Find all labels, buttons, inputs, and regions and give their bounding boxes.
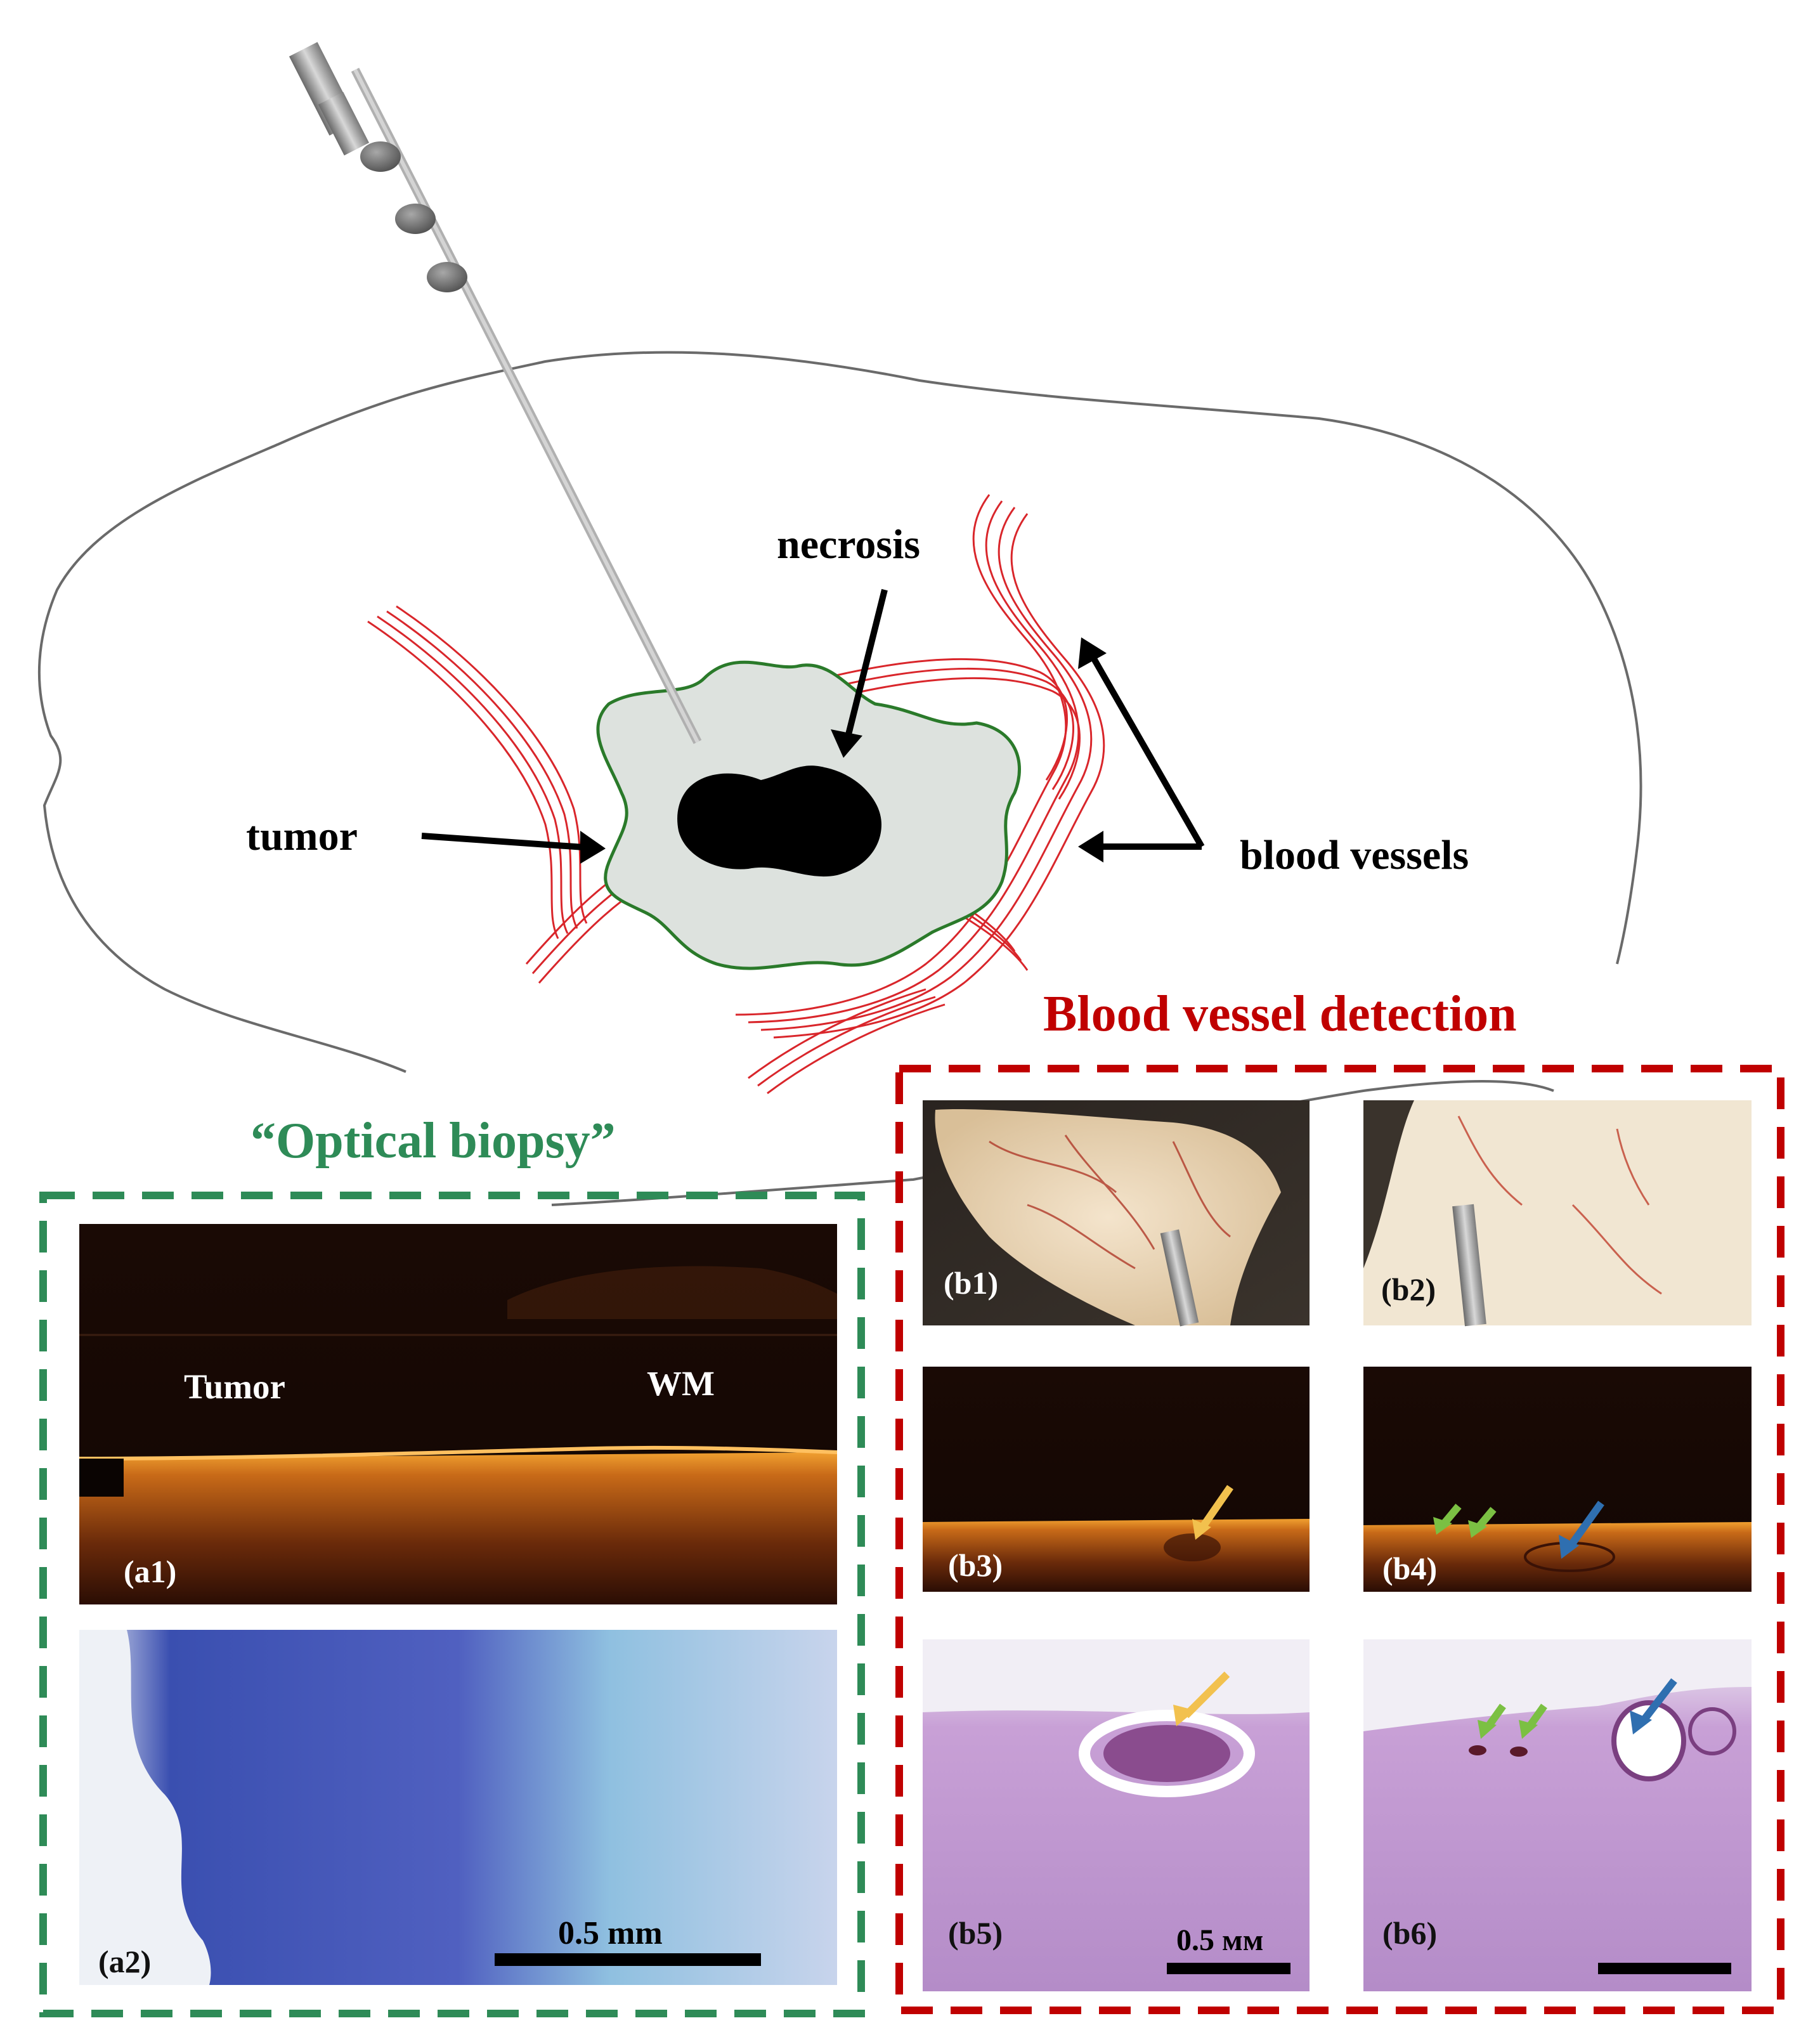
tumor-label: tumor — [246, 813, 358, 859]
panel-b1: (b1) — [923, 1100, 1310, 1327]
panel-b4-label: (b4) — [1382, 1551, 1437, 1586]
panel-a2: (a2) 0.5 mm — [79, 1630, 837, 1985]
panel-b5-label: (b5) — [948, 1915, 1003, 1951]
panel-b6-scale-bar — [1598, 1963, 1731, 1974]
annotation-arrows — [421, 589, 1205, 864]
panel-b6-label: (b6) — [1382, 1915, 1437, 1951]
panel-a1-label: (a1) — [124, 1554, 176, 1589]
vessels-arrowhead-up — [1078, 637, 1107, 669]
panel-b5-scale-label: 0.5 мм — [1176, 1923, 1263, 1957]
panel-a2-scale-bar — [495, 1953, 761, 1966]
section-title-blood-vessel-detection: Blood vessel detection — [1043, 986, 1517, 1042]
necrosis-arrowhead — [831, 729, 862, 758]
necrosis-arrow — [843, 589, 888, 743]
blood-vessels-label: blood vessels — [1240, 832, 1469, 878]
panel-b5: (b5) 0.5 мм — [923, 1639, 1310, 1991]
panel-a2-scale-label: 0.5 mm — [558, 1915, 663, 1951]
panel-a1: (a1) Tumor WM — [79, 1224, 838, 1604]
optical-biopsy-frame — [39, 1192, 865, 2017]
necrosis-region — [677, 765, 881, 877]
panel-b5-scale-bar — [1167, 1963, 1290, 1974]
probe — [289, 42, 702, 745]
panel-a1-tumor-label: Tumor — [184, 1367, 285, 1406]
necrosis-label: necrosis — [777, 521, 920, 568]
tumor-arrowhead — [580, 831, 606, 864]
panel-a1-wm-label: WM — [647, 1364, 715, 1403]
vessels-arrow-up — [1088, 651, 1205, 849]
panel-b1-label: (b1) — [944, 1265, 998, 1301]
panel-b2-label: (b2) — [1381, 1272, 1436, 1307]
panel-b3: (b3) — [923, 1367, 1310, 1592]
panel-b3-label: (b3) — [948, 1547, 1003, 1583]
panel-b6: (b6) — [1363, 1639, 1752, 1991]
panel-b4: (b4) — [1363, 1367, 1752, 1592]
panel-a2-label: (a2) — [98, 1944, 151, 1979]
section-title-optical-biopsy: “Optical biopsy” — [250, 1113, 616, 1169]
tumor-arrow — [421, 833, 594, 851]
blood-vessel-detection-frame — [895, 1065, 1784, 2014]
vessels-arrowhead-left — [1078, 831, 1103, 862]
brain-outline — [37, 351, 1642, 1073]
panel-b2: (b2) — [1363, 1100, 1752, 1327]
